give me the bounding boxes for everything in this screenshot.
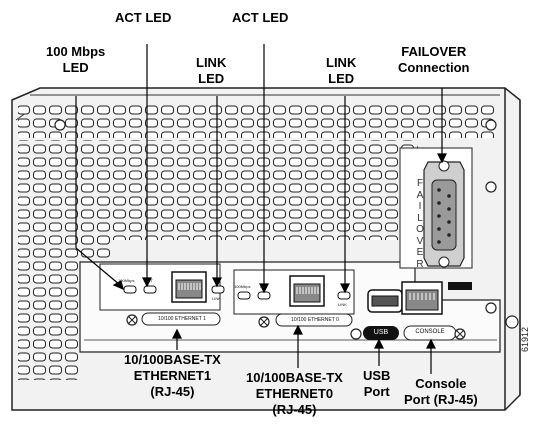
mbps-led-callout: 100 Mbps LED (46, 44, 105, 76)
eth0-act-label: ACT (260, 284, 268, 289)
callout-line: 10/100BASE-TX (124, 352, 221, 368)
eth1-plate-text: 10/100 ETHERNET 1 (146, 316, 218, 322)
usb-callout: USB Port (363, 368, 390, 400)
eth1-act-label: ACT (145, 278, 153, 283)
failover-callout: FAILOVER Connection (398, 44, 470, 76)
failover-letter: A (413, 190, 427, 202)
callout-line: ETHERNET1 (124, 368, 221, 384)
act-led-callout-2: ACT LED (232, 10, 288, 26)
console-callout: Console Port (RJ-45) (404, 376, 478, 408)
callout-line: ETHERNET0 (246, 386, 343, 402)
act-led-callout-1: ACT LED (115, 10, 171, 26)
failover-letter: F (413, 178, 427, 190)
callout-line: 10/100BASE-TX (246, 370, 343, 386)
callout-line: LINK (326, 55, 356, 71)
eth1-link-label: LINK (212, 296, 221, 301)
eth1-act-led (144, 286, 156, 293)
callout-line: LED (46, 60, 105, 76)
callout-line: LED (196, 71, 226, 87)
callout-line: Connection (398, 60, 470, 76)
callout-line: Port (363, 384, 390, 400)
link-led-callout-1: LINK LED (196, 55, 226, 87)
failover-letter: V (413, 236, 427, 248)
callout-line: 100 Mbps (46, 44, 105, 60)
callout-line: Port (RJ-45) (404, 392, 478, 408)
failover-letter: I (413, 201, 427, 213)
eth0-plate-text: 10/100 ETHERNET 0 (280, 317, 350, 323)
eth0-100mbps-label: 100Mbps (234, 284, 250, 289)
callout-line: (RJ-45) (124, 384, 221, 400)
failover-letter: E (413, 247, 427, 259)
callout-line: USB (363, 368, 390, 384)
eth0-callout: 10/100BASE-TX ETHERNET0 (RJ-45) (246, 370, 343, 418)
screw-hole-middle (486, 182, 496, 192)
link-led-callout-2: LINK LED (326, 55, 356, 87)
failover-letter: R (413, 259, 427, 271)
callout-line: LINK (196, 55, 226, 71)
callout-line: FAILOVER (398, 44, 470, 60)
eth1-link-led (212, 286, 224, 293)
usb-plate-text: USB (363, 329, 399, 336)
failover-letter: L (413, 213, 427, 225)
failover-vertical-text: F A I L O V E R (413, 178, 427, 270)
eth0-link-label: LINK (338, 302, 347, 307)
eth0-100mbps-led (238, 292, 250, 299)
screw-hole-lower (486, 303, 496, 313)
callout-line: LED (326, 71, 356, 87)
callout-line: (RJ-45) (246, 402, 343, 418)
eth1-callout: 10/100BASE-TX ETHERNET1 (RJ-45) (124, 352, 221, 400)
eth1-100mbps-led (124, 286, 136, 293)
failover-letter: O (413, 224, 427, 236)
screw-hole-top (486, 120, 496, 130)
callout-line: Console (404, 376, 478, 392)
figure-number: 61912 (520, 327, 530, 352)
eth1-100mbps-label: 100Mbps (118, 278, 134, 283)
console-plate-text: CONSOLE (404, 329, 456, 335)
eth0-link-led (338, 292, 350, 299)
